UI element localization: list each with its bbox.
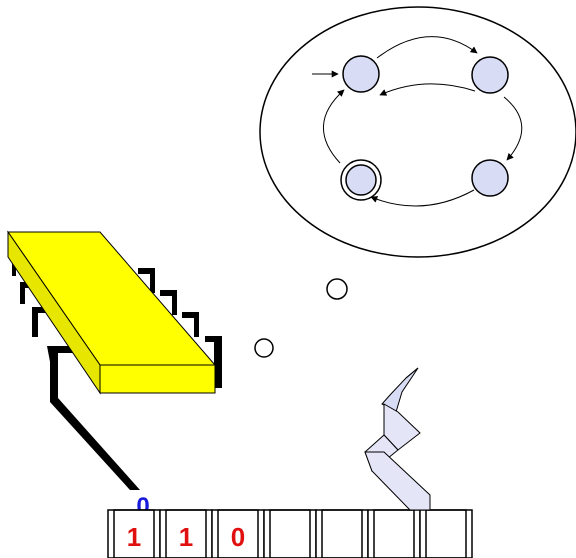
tape-fold-segment (365, 452, 430, 510)
tape-cell-border (420, 510, 472, 558)
chip-front (100, 365, 215, 393)
tape-symbol: 0 (231, 522, 245, 552)
thought-dot-small (255, 339, 273, 357)
tape-cell: 1 (108, 510, 160, 558)
tape-cell (264, 510, 316, 558)
tape-symbol: 1 (127, 522, 141, 552)
tape: 1 1 0 (108, 510, 472, 558)
tape-cell: 1 (160, 510, 212, 558)
tape-fold (365, 368, 430, 510)
tape-cell: 0 (212, 510, 264, 558)
tape-cell (368, 510, 420, 558)
state-q2-accepting (346, 165, 376, 195)
tape-cell-border (264, 510, 316, 558)
thought-dot-large (327, 279, 347, 299)
tape-cell (316, 510, 368, 558)
state-q1 (472, 57, 508, 93)
tape-cell-border (368, 510, 420, 558)
chip (8, 232, 222, 490)
tape-symbol: 1 (179, 522, 193, 552)
tape-cell (420, 510, 472, 558)
tape-cell-border (316, 510, 368, 558)
thought-cloud (260, 7, 576, 257)
state-q3 (472, 160, 508, 196)
thought-bubble (255, 7, 576, 357)
state-q0 (343, 56, 379, 92)
